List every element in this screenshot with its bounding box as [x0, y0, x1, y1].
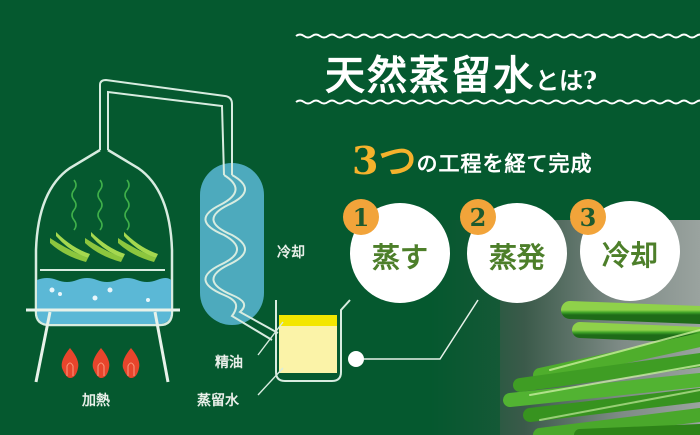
label-distilled-water: 蒸留水	[197, 393, 239, 409]
flask-water	[37, 278, 171, 324]
step-1-label: 蒸す	[371, 241, 428, 274]
title-main: 天然蒸留水	[325, 52, 535, 99]
step-1-badge: 1	[343, 199, 379, 235]
beaker-oil-layer	[279, 315, 337, 326]
flask	[34, 148, 174, 327]
subtitle-number: 3つ	[352, 138, 417, 183]
step-2-badge: 2	[460, 199, 496, 235]
label-cooling: 冷却	[277, 245, 305, 261]
connector-dot	[348, 351, 364, 367]
label-essential-oil: 精油	[215, 355, 243, 371]
condenser	[200, 163, 264, 325]
label-heating: 加熱	[82, 393, 110, 409]
subtitle-text: の工程を経て完成	[416, 152, 593, 176]
subtitle: 3つの工程を経て完成	[352, 130, 592, 185]
title-suffix: とは?	[535, 66, 598, 95]
step-3-label: 冷却	[601, 239, 658, 272]
step-3-circle: 冷却	[580, 201, 680, 301]
page-title: 天然蒸留水とは?	[325, 43, 597, 101]
step-3-badge: 3	[570, 199, 606, 235]
flame-icons	[61, 348, 140, 378]
step-2-label: 蒸発	[488, 241, 545, 274]
